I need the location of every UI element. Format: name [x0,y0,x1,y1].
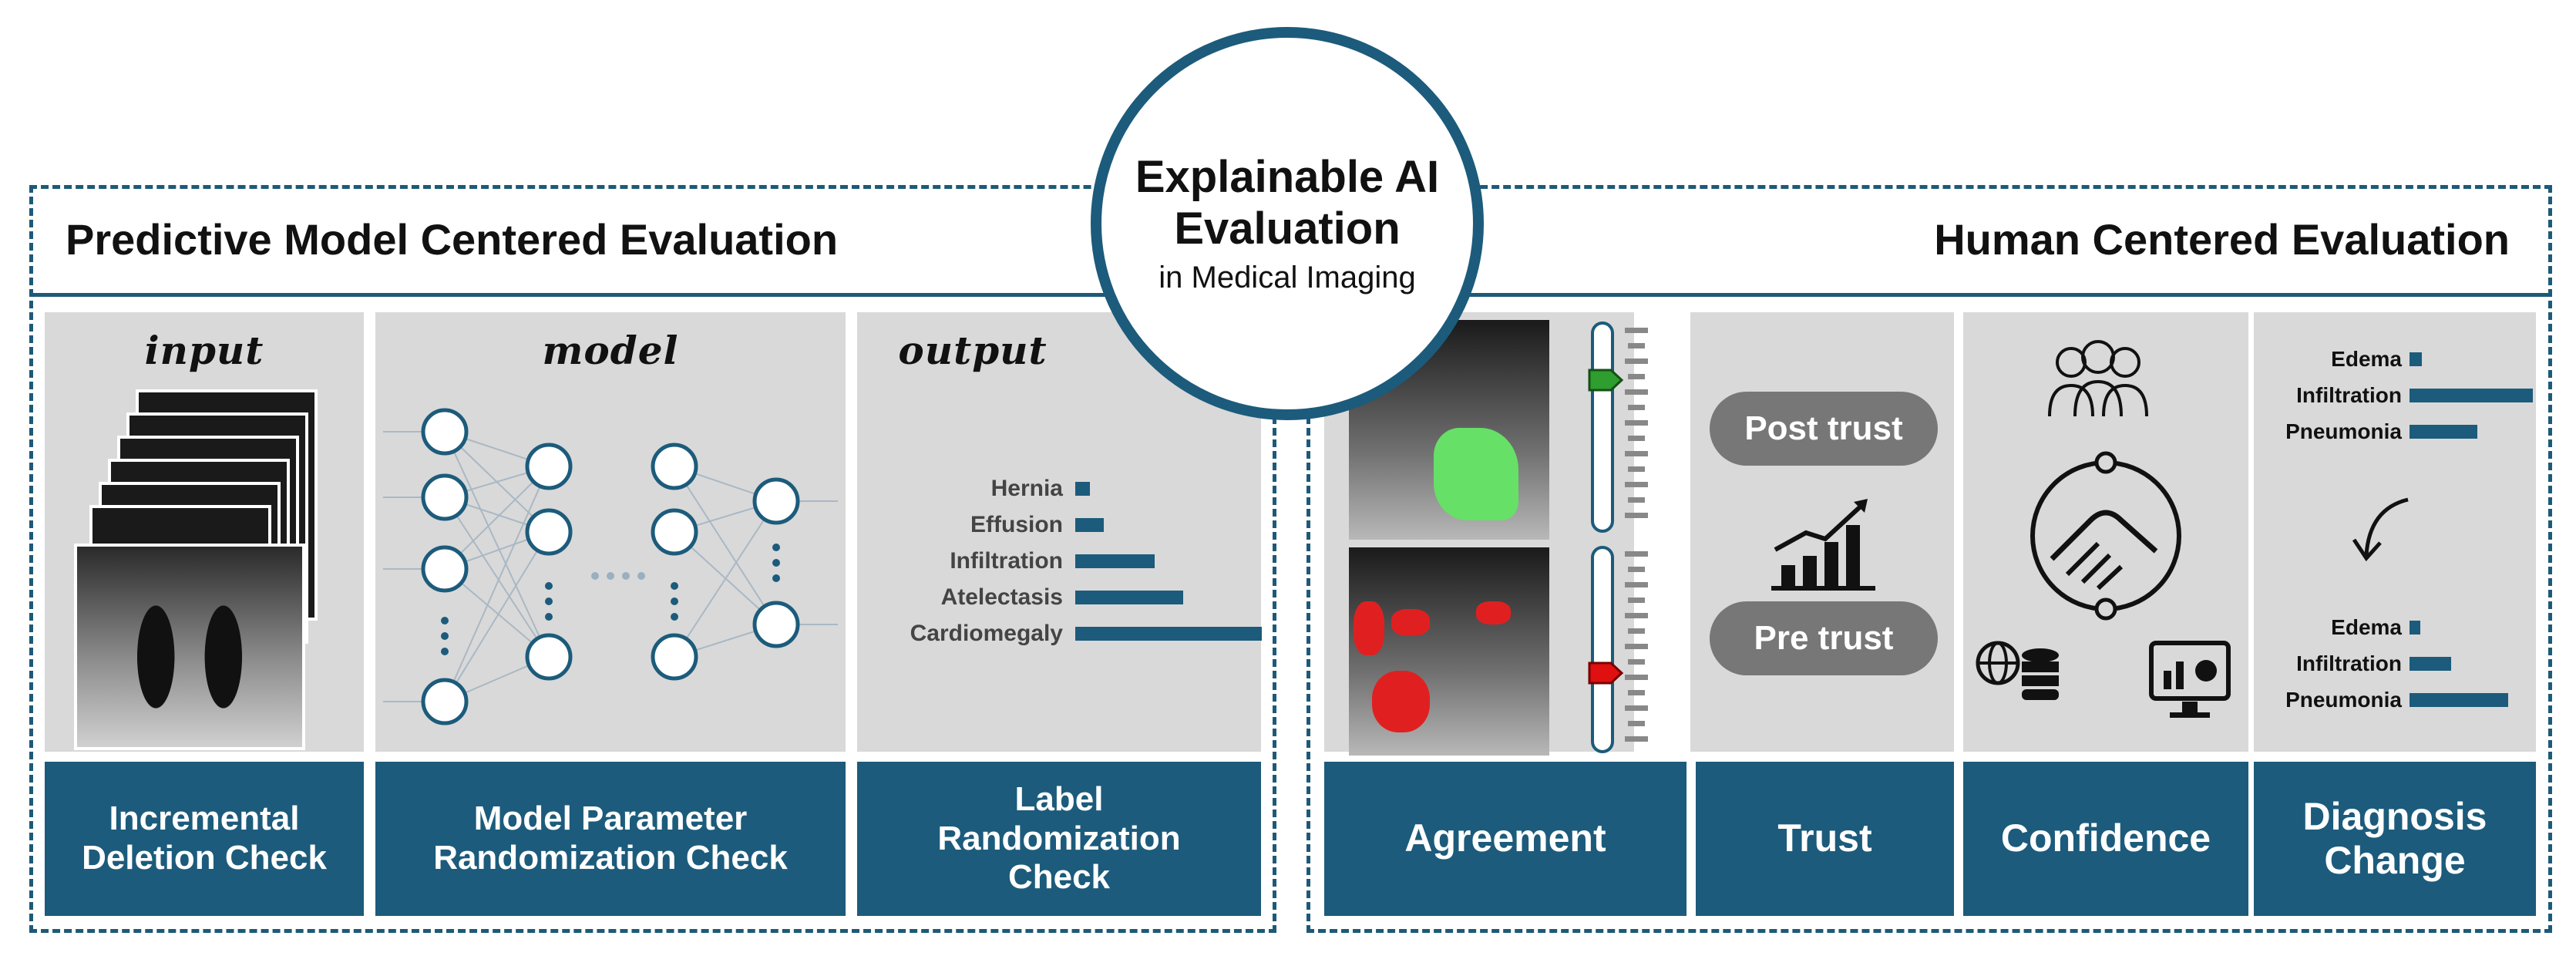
agreement-panel [1324,312,1648,756]
incremental-deletion-check-label: Incremental Deletion Check [45,762,364,916]
ellipsis-dots [441,544,780,655]
diagnosis-change-label: Diagnosis Change [2254,762,2536,916]
handshake-icon [2030,451,2181,621]
growth-chart-icon [1771,499,1875,591]
agreement-label: Agreement [1324,762,1687,916]
bar-label: Cardiomegaly [910,621,1063,646]
bar [1075,554,1155,568]
green-slider-thumb [1588,369,1624,392]
model-panel: model [375,312,846,752]
bar-label: Effusion [970,512,1063,537]
red-saliency-region-1 [1354,601,1384,655]
trust-panel: Post trust Pre trust [1690,312,1954,752]
model-label: model [542,328,679,373]
red-slider-thumb [1588,661,1624,685]
bar [2410,621,2421,635]
bar-label: Pneumonia [2285,688,2402,712]
clinicians-group-icon [2048,340,2148,417]
input-panel: input [45,312,364,752]
left-section-title: Predictive Model Centered Evaluation [66,215,839,264]
center-title-badge: Explainable AI Evaluation in Medical Ima… [1091,27,1484,420]
red-saliency-region-4 [1372,671,1430,732]
neural-network-diagram [383,408,838,725]
bar [2410,657,2452,671]
bar-label: Atelectasis [940,584,1063,610]
agreement-sliders [1588,321,1648,753]
model-parameter-randomization-check-label: Model Parameter Randomization Check [375,762,846,916]
center-title-line2: Evaluation [1174,203,1401,254]
red-saliency-region-3 [1476,601,1511,624]
green-saliency-region [1434,428,1518,520]
bar [1075,627,1263,641]
right-title-divider [1306,293,2552,297]
right-section-frame [1306,185,2552,933]
bar-label: Infiltration [2296,383,2402,407]
trust-label: Trust [1696,762,1954,916]
bar-label: Edema [2331,347,2402,371]
bar [2410,693,2508,707]
label-randomization-check-label: Label Randomization Check [857,762,1261,916]
bar [1075,518,1105,532]
bar-label: Pneumonia [2285,419,2402,443]
bar [2410,425,2477,439]
bar-label: Edema [2331,615,2402,639]
confidence-panel [1963,312,2248,752]
xray-red-overlay [1349,547,1549,756]
bar [1075,591,1183,604]
network-nodes [421,408,800,725]
xray-slice-front [74,544,305,750]
bar [2410,352,2422,366]
pre-trust-pill: Pre trust [1710,601,1938,675]
confidence-label: Confidence [1963,762,2248,916]
center-subtitle: in Medical Imaging [1159,261,1416,295]
bar-label: Infiltration [950,548,1063,574]
right-section-title: Human Centered Evaluation [1934,215,2510,264]
input-label: input [144,328,264,373]
left-title-divider [29,293,1276,297]
curved-arrow-icon [2352,497,2409,562]
bar-label: Hernia [990,476,1063,501]
monitor-dashboard-icon [2149,641,2231,718]
red-saliency-region-2 [1391,609,1430,636]
output-label: output [898,328,1048,373]
post-trust-pill: Post trust [1710,392,1938,466]
layer-ellipsis [591,572,645,580]
bar-label: Infiltration [2296,651,2402,675]
bar [1075,482,1090,496]
left-section-frame [29,185,1276,933]
globe-database-icon [1976,641,2059,700]
bar [2410,389,2533,402]
center-title-line1: Explainable AI [1135,151,1440,202]
